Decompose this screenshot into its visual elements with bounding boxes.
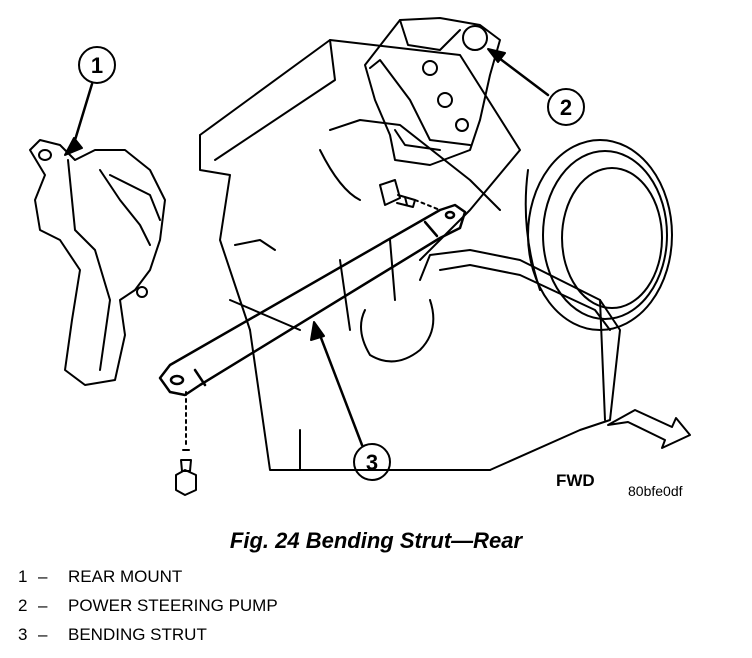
engine-block <box>199 39 521 471</box>
callout-2-number: 2 <box>560 95 572 120</box>
callout-3 <box>310 321 391 481</box>
lower-bolt <box>175 391 197 496</box>
legend-item-label: REAR MOUNT <box>68 567 183 586</box>
legend-item: 2– POWER STEERING PUMP <box>18 595 278 624</box>
bending-strut <box>158 203 467 397</box>
crankshaft-pulley <box>524 139 673 331</box>
legend-item-number: 1 <box>18 567 28 586</box>
legend-item-separator: – <box>38 567 48 586</box>
legend-item-label: POWER STEERING PUMP <box>68 596 278 615</box>
image-code: 80bfe0df <box>628 483 683 499</box>
legend-list: 1–REAR MOUNT 2–POWER STEERING PUMP 3–BEN… <box>18 566 278 653</box>
fwd-label: FWD <box>556 471 595 490</box>
legend-item: 3– BENDING STRUT <box>18 624 278 653</box>
upper-bolt <box>379 179 441 211</box>
legend-item-number: 2 <box>18 596 28 615</box>
callout-1 <box>64 46 116 156</box>
legend-item-separator: – <box>38 596 48 615</box>
bending-strut-diagram: 1 2 3 FWD 80bfe0df <box>29 17 691 499</box>
legend-item-label: BENDING STRUT <box>68 625 207 644</box>
figure-caption: Fig. 24 Bending Strut—Rear <box>229 528 523 553</box>
legend-item-separator: – <box>38 625 48 644</box>
power-steering-pump <box>364 17 501 166</box>
forward-arrow-icon <box>607 409 691 449</box>
rear-mount <box>29 139 166 386</box>
legend-item-number: 3 <box>18 625 28 644</box>
callout-2 <box>487 48 585 126</box>
legend-item: 1– REAR MOUNT <box>18 566 278 595</box>
oil-pan <box>360 249 621 471</box>
callout-1-number: 1 <box>91 53 103 78</box>
callout-3-number: 3 <box>366 450 378 475</box>
